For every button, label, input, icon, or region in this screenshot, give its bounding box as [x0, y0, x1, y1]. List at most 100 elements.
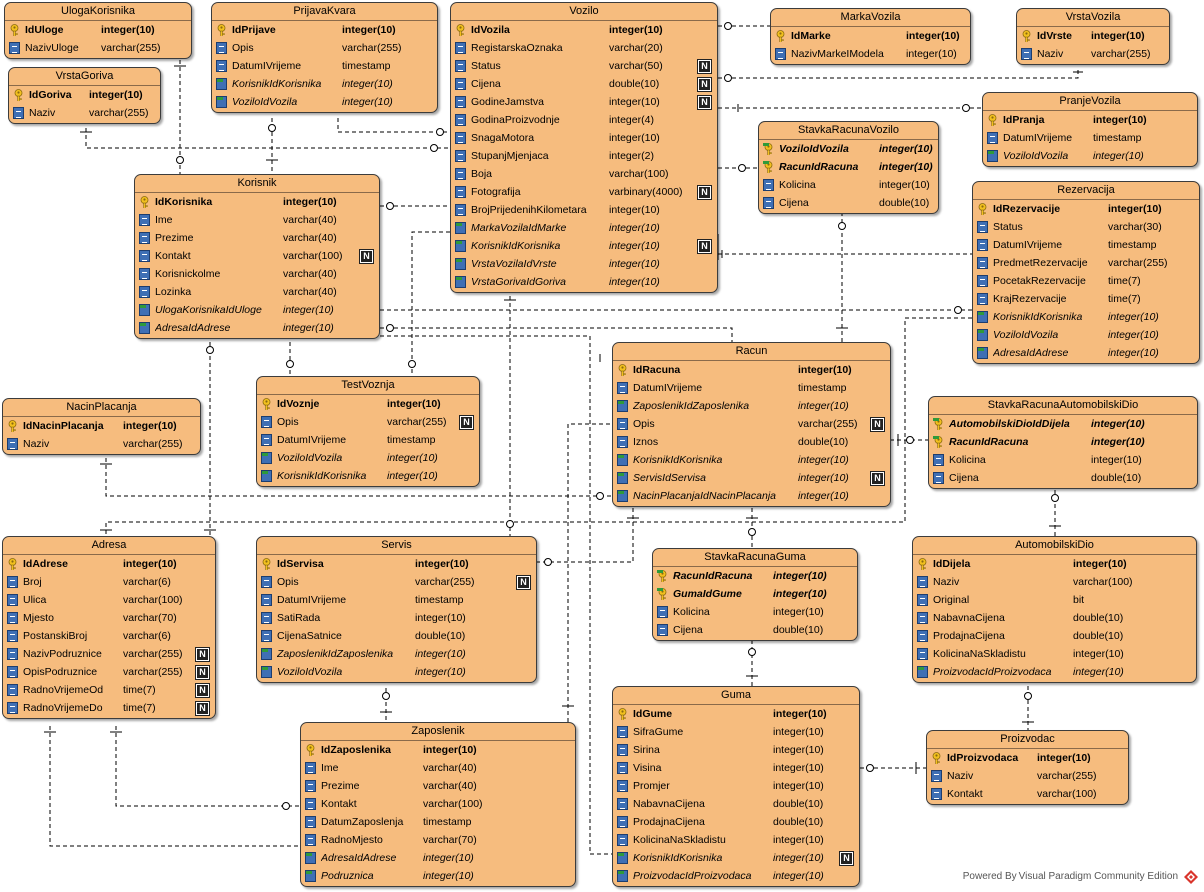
- column-row[interactable]: Kontaktvarchar(100): [927, 785, 1128, 803]
- column-row[interactable]: GumaIdGumeinteger(10): [653, 585, 857, 603]
- column-row[interactable]: Brojvarchar(6): [3, 573, 215, 591]
- column-row[interactable]: ProizvodacIdProizvodacainteger(10): [613, 867, 859, 885]
- column-row[interactable]: KorisnikIdKorisnikainteger(10)N: [613, 849, 859, 867]
- column-row[interactable]: RegistarskaOznakavarchar(20): [451, 39, 717, 57]
- entity-vrstagoriva[interactable]: VrstaGorivaIdGorivainteger(10)Nazivvarch…: [8, 67, 161, 124]
- column-row[interactable]: Imevarchar(40): [135, 211, 379, 229]
- entity-servis[interactable]: ServisIdServisainteger(10)Opisvarchar(25…: [256, 536, 537, 683]
- column-row[interactable]: ProdajnaCijenadouble(10): [913, 627, 1196, 645]
- column-row[interactable]: Cijenadouble(10): [759, 194, 938, 212]
- column-row[interactable]: Statusvarchar(50)N: [451, 57, 717, 75]
- column-row[interactable]: IdPrijaveinteger(10): [212, 21, 437, 39]
- column-row[interactable]: Kolicinainteger(10): [759, 176, 938, 194]
- column-row[interactable]: Nazivvarchar(255): [1017, 45, 1169, 63]
- column-row[interactable]: VrstaVozilaIdVrsteinteger(10): [451, 255, 717, 273]
- column-row[interactable]: IdGorivainteger(10): [9, 86, 160, 104]
- column-row[interactable]: IdMarkeinteger(10): [771, 27, 970, 45]
- column-row[interactable]: ProizvodacIdProizvodacainteger(10): [913, 663, 1196, 681]
- column-row[interactable]: AdresaIdAdreseinteger(10): [973, 344, 1199, 362]
- column-row[interactable]: IdUlogeinteger(10): [5, 21, 191, 39]
- column-row[interactable]: Prezimevarchar(40): [135, 229, 379, 247]
- entity-racun[interactable]: RacunIdRacunainteger(10)DatumIVrijemetim…: [612, 342, 891, 507]
- column-row[interactable]: NabavnaCijenadouble(10): [613, 795, 859, 813]
- entity-stavkaracunaautomobilskidio[interactable]: StavkaRacunaAutomobilskiDioAutomobilskiD…: [928, 396, 1198, 489]
- entity-vrstavozila[interactable]: VrstaVozilaIdVrsteinteger(10)Nazivvarcha…: [1016, 8, 1170, 65]
- column-row[interactable]: KolicinaNaSkladistuinteger(10): [913, 645, 1196, 663]
- column-row[interactable]: BrojPrijedenihKilometarainteger(10): [451, 201, 717, 219]
- column-row[interactable]: Nazivvarchar(255): [3, 435, 200, 453]
- column-row[interactable]: VoziloIdVozilainteger(10): [212, 93, 437, 111]
- column-row[interactable]: DatumZaposlenjatimestamp: [301, 813, 575, 831]
- column-row[interactable]: DatumIVrijemetimestamp: [983, 129, 1197, 147]
- column-row[interactable]: IdServisainteger(10): [257, 555, 536, 573]
- column-row[interactable]: RacunIdRacunainteger(10): [759, 158, 938, 176]
- entity-guma[interactable]: GumaIdGumeinteger(10)SifraGumeinteger(10…: [612, 686, 860, 887]
- column-row[interactable]: VrstaGorivaIdGorivainteger(10): [451, 273, 717, 291]
- column-row[interactable]: RadnoVrijemeOdtime(7)N: [3, 681, 215, 699]
- column-row[interactable]: Statusvarchar(30): [973, 218, 1199, 236]
- column-row[interactable]: RadnoVrijemeDotime(7)N: [3, 699, 215, 717]
- column-row[interactable]: IdProizvodacainteger(10): [927, 749, 1128, 767]
- column-row[interactable]: VoziloIdVozilainteger(10): [983, 147, 1197, 165]
- column-row[interactable]: IdGumeinteger(10): [613, 705, 859, 723]
- column-row[interactable]: NazivPodruznicevarchar(255)N: [3, 645, 215, 663]
- column-row[interactable]: IdVoznjeinteger(10): [257, 395, 479, 413]
- column-row[interactable]: Visinainteger(10): [613, 759, 859, 777]
- column-row[interactable]: UlogaKorisnikaIdUlogeinteger(10): [135, 301, 379, 319]
- entity-korisnik[interactable]: KorisnikIdKorisnikainteger(10)Imevarchar…: [134, 174, 380, 339]
- entity-automobilskidio[interactable]: AutomobilskiDioIdDijelainteger(10)Nazivv…: [912, 536, 1197, 683]
- column-row[interactable]: AdresaIdAdreseinteger(10): [135, 319, 379, 337]
- column-row[interactable]: RadnoMjestovarchar(70): [301, 831, 575, 849]
- column-row[interactable]: Nazivvarchar(255): [927, 767, 1128, 785]
- column-row[interactable]: ProdajnaCijenadouble(10): [613, 813, 859, 831]
- column-row[interactable]: KorisnikIdKorisnikainteger(10): [212, 75, 437, 93]
- column-row[interactable]: RacunIdRacunainteger(10): [929, 433, 1197, 451]
- column-row[interactable]: CijenaSatnicedouble(10): [257, 627, 536, 645]
- entity-nacinplacanja[interactable]: NacinPlacanjaIdNacinPlacanjainteger(10)N…: [2, 398, 201, 455]
- column-row[interactable]: Sirinainteger(10): [613, 741, 859, 759]
- column-row[interactable]: VoziloIdVozilainteger(10): [257, 449, 479, 467]
- entity-adresa[interactable]: AdresaIdAdreseinteger(10)Brojvarchar(6)U…: [2, 536, 216, 719]
- column-row[interactable]: ZaposlenikIdZaposlenikainteger(10): [613, 397, 890, 415]
- column-row[interactable]: Opisvarchar(255)N: [257, 413, 479, 431]
- entity-prijavakvara[interactable]: PrijavaKvaraIdPrijaveinteger(10)Opisvarc…: [211, 2, 438, 113]
- entity-proizvodac[interactable]: ProizvodacIdProizvodacainteger(10)Nazivv…: [926, 730, 1129, 805]
- column-row[interactable]: NabavnaCijenadouble(10): [913, 609, 1196, 627]
- column-row[interactable]: Podruznicainteger(10): [301, 867, 575, 885]
- entity-rezervacija[interactable]: RezervacijaIdRezervacijeinteger(10)Statu…: [972, 181, 1200, 364]
- entity-pranjevozila[interactable]: PranjeVozilaIdPranjainteger(10)DatumIVri…: [982, 92, 1198, 167]
- column-row[interactable]: DatumIVrijemetimestamp: [973, 236, 1199, 254]
- column-row[interactable]: Imevarchar(40): [301, 759, 575, 777]
- column-row[interactable]: OpisPodruznicevarchar(255)N: [3, 663, 215, 681]
- column-row[interactable]: Kontaktvarchar(100): [301, 795, 575, 813]
- column-row[interactable]: IdRacunainteger(10): [613, 361, 890, 379]
- column-row[interactable]: ZaposlenikIdZaposlenikainteger(10): [257, 645, 536, 663]
- column-row[interactable]: Kolicinainteger(10): [929, 451, 1197, 469]
- column-row[interactable]: Promjerinteger(10): [613, 777, 859, 795]
- column-row[interactable]: Cijenadouble(10): [653, 621, 857, 639]
- entity-stavkaracunaguma[interactable]: StavkaRacunaGumaRacunIdRacunainteger(10)…: [652, 548, 858, 641]
- column-row[interactable]: Iznosdouble(10): [613, 433, 890, 451]
- column-row[interactable]: KolicinaNaSkladistuinteger(10): [613, 831, 859, 849]
- column-row[interactable]: Mjestovarchar(70): [3, 609, 215, 627]
- column-row[interactable]: NazivMarkeIModelainteger(10): [771, 45, 970, 63]
- column-row[interactable]: Opisvarchar(255)N: [613, 415, 890, 433]
- column-row[interactable]: IdNacinPlacanjainteger(10): [3, 417, 200, 435]
- column-row[interactable]: ServisIdServisainteger(10)N: [613, 469, 890, 487]
- column-row[interactable]: PredmetRezervacijevarchar(255): [973, 254, 1199, 272]
- column-row[interactable]: KrajRezervacijetime(7): [973, 290, 1199, 308]
- entity-vozilo[interactable]: VoziloIdVozilainteger(10)RegistarskaOzna…: [450, 2, 718, 293]
- column-row[interactable]: Korisnickolmevarchar(40): [135, 265, 379, 283]
- column-row[interactable]: Prezimevarchar(40): [301, 777, 575, 795]
- column-row[interactable]: AdresaIdAdreseinteger(10): [301, 849, 575, 867]
- column-row[interactable]: IdRezervacijeinteger(10): [973, 200, 1199, 218]
- column-row[interactable]: Opisvarchar(255): [212, 39, 437, 57]
- column-row[interactable]: DatumIVrijemetimestamp: [212, 57, 437, 75]
- column-row[interactable]: MarkaVozilaIdMarkeinteger(10): [451, 219, 717, 237]
- column-row[interactable]: KorisnikIdKorisnikainteger(10): [613, 451, 890, 469]
- column-row[interactable]: SifraGumeinteger(10): [613, 723, 859, 741]
- column-row[interactable]: GodineJamstvainteger(10)N: [451, 93, 717, 111]
- column-row[interactable]: Nazivvarchar(255): [9, 104, 160, 122]
- entity-markavozila[interactable]: MarkaVozilaIdMarkeinteger(10)NazivMarkeI…: [770, 8, 971, 65]
- column-row[interactable]: DatumIVrijemetimestamp: [613, 379, 890, 397]
